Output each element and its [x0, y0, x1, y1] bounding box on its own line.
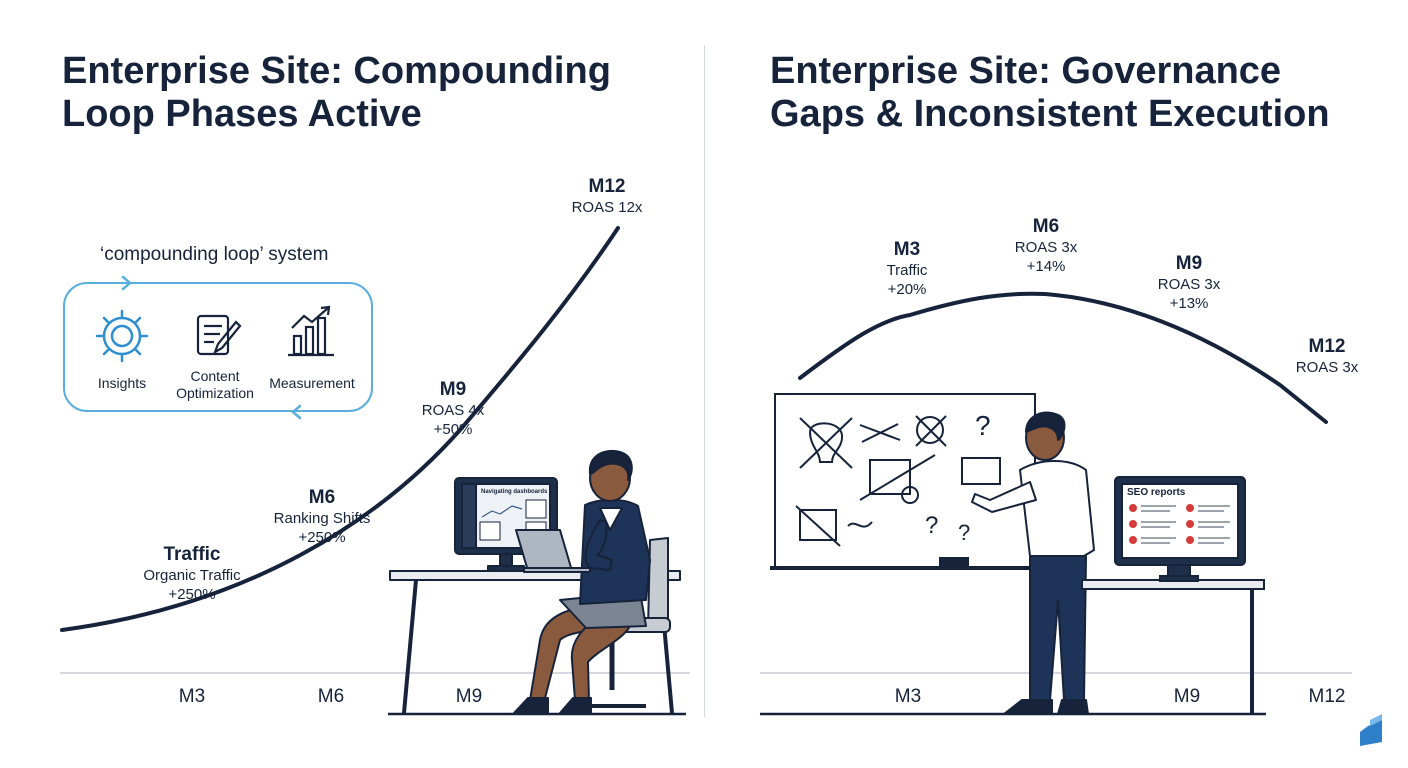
right-monitor-caption: SEO reports — [1127, 487, 1186, 498]
panel-divider — [704, 45, 705, 717]
right-title-line2: Gaps & Inconsistent Execution — [770, 93, 1330, 135]
left-label-m9: M9 ROAS 4x +50% — [421, 379, 485, 438]
question-mark-1: ? — [975, 410, 991, 441]
seo-desk-illustration — [760, 476, 1266, 716]
left-label-m6: M6 Ranking Shifts +250% — [273, 487, 371, 546]
question-mark-2: ? — [925, 512, 939, 539]
left-axis-tick-m3: M3 — [178, 686, 206, 707]
left-label-m12: M12 ROAS 12x — [571, 176, 643, 216]
right-label-m9: M9 ROAS 3x +13% — [1157, 253, 1221, 312]
loop-item-measurement: Measurement — [269, 375, 355, 391]
right-title-line1: Enterprise Site: Governance — [770, 50, 1282, 92]
left-axis-tick-m6: M6 — [317, 686, 345, 707]
document-pen-icon — [196, 314, 242, 356]
loop-arrow-bottom — [291, 404, 302, 420]
loop-title: ‘compounding loop’ system — [100, 244, 329, 265]
question-mark-3: ? — [958, 520, 971, 545]
left-title-line1: Enterprise Site: Compounding — [62, 50, 611, 92]
right-label-m12: M12 ROAS 3x — [1295, 336, 1359, 376]
woman-at-desk-illustration — [388, 450, 686, 716]
compounding-loop-box — [63, 282, 373, 412]
loop-item-insights: Insights — [97, 375, 147, 391]
man-presenting-illustration — [971, 411, 1095, 715]
left-axis-tick-m9: M9 — [455, 686, 483, 707]
right-plateau-curve — [798, 291, 1328, 424]
right-axis-tick-m12: M12 — [1308, 686, 1346, 707]
right-axis-tick-m9: M9 — [1173, 686, 1201, 707]
bar-chart-icon — [288, 305, 334, 357]
loop-item-content-optimization: Content Optimization — [176, 368, 254, 401]
whiteboard-illustration — [770, 393, 1040, 570]
right-title: Enterprise Site: Governance Gaps & Incon… — [770, 50, 1390, 136]
brand-logo-icon — [1360, 714, 1382, 746]
left-growth-curve — [60, 226, 620, 632]
left-title: Enterprise Site: Compounding Loop Phases… — [62, 50, 662, 136]
left-monitor-caption: Navigating dashboards — [481, 489, 548, 495]
right-label-m6: M6 ROAS 3x +14% — [1014, 216, 1078, 275]
left-title-line2: Loop Phases Active — [62, 93, 422, 135]
right-label-m3: M3 Traffic +20% — [886, 239, 928, 298]
gear-icon — [95, 309, 149, 363]
left-label-traffic: Traffic Organic Traffic +250% — [143, 544, 241, 603]
right-axis-tick-m3: M3 — [894, 686, 922, 707]
